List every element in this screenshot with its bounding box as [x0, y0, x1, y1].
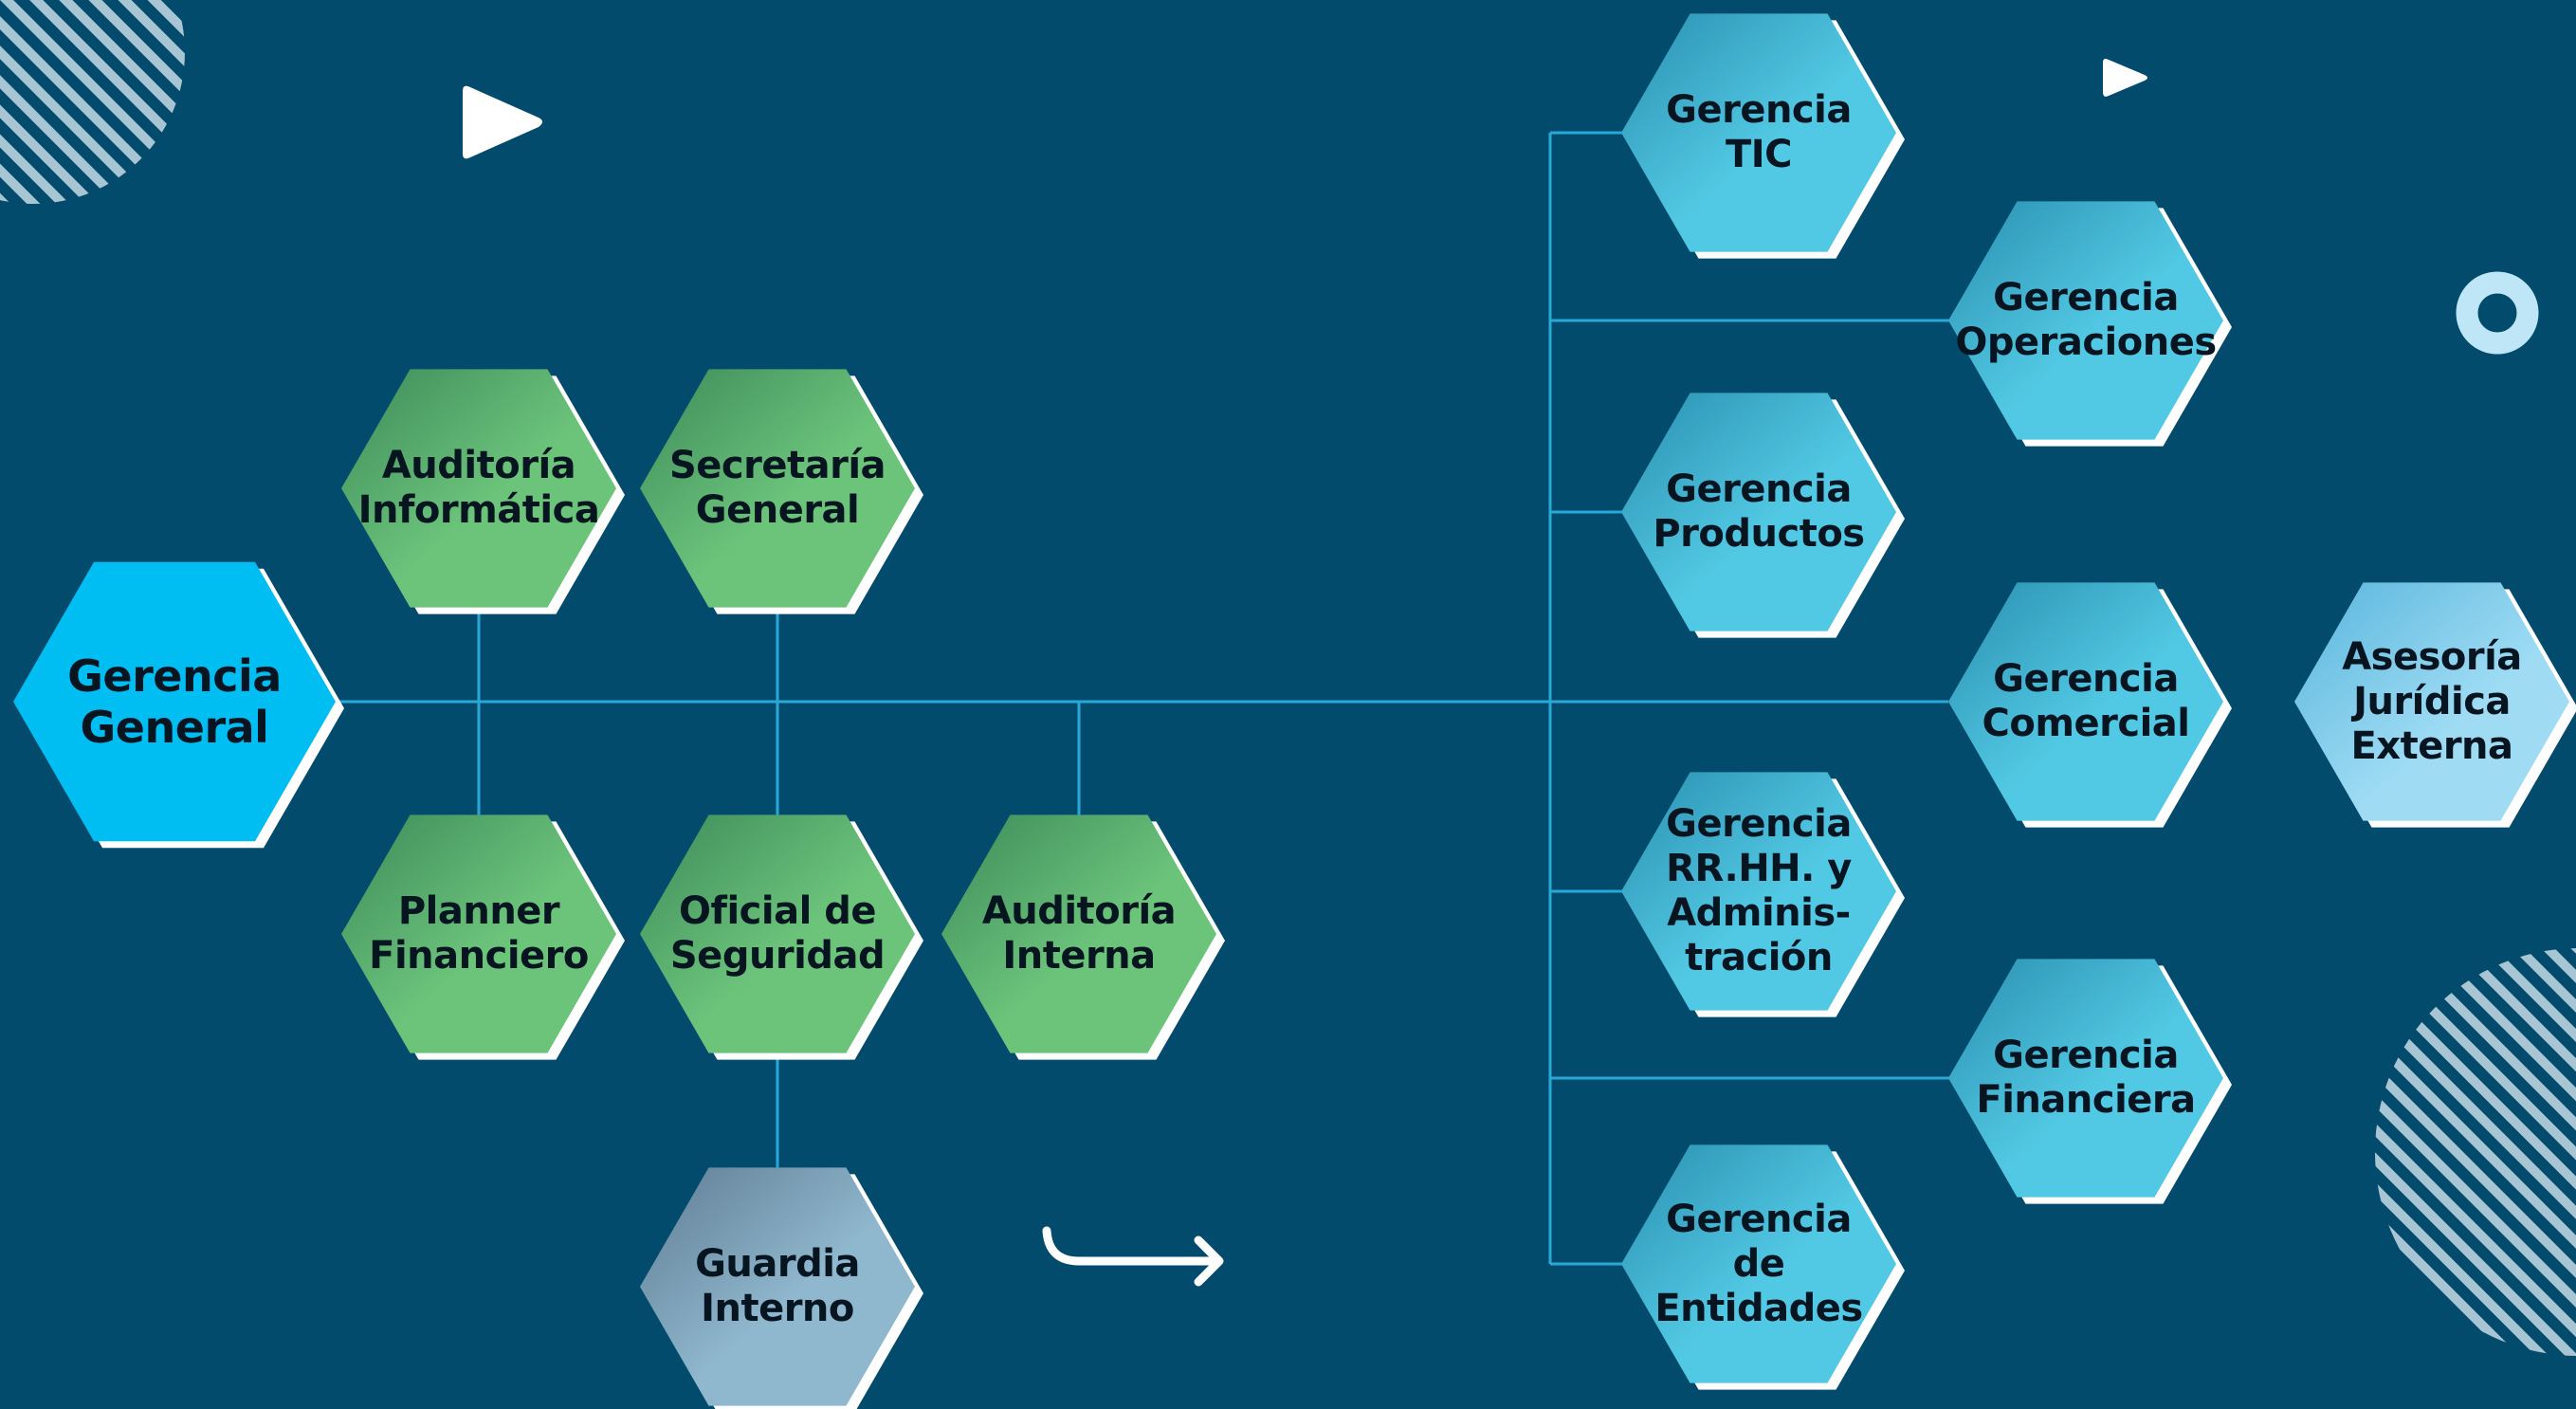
node-hexagon [341, 814, 616, 1053]
node-oficial-de-seguridad [640, 814, 923, 1060]
node-secretaria-general [640, 369, 923, 614]
connector-layer [336, 131, 1958, 1266]
node-hexagon [640, 814, 915, 1053]
node-hexagon [1621, 1144, 1896, 1383]
node-gerencia-financiera [1948, 959, 2232, 1204]
node-auditoria-interna [941, 814, 1225, 1060]
nodes-layer [13, 13, 2576, 1409]
node-hexagon [1948, 582, 2223, 821]
node-hexagon [1621, 393, 1896, 631]
node-asesoria-juridica-externa [2294, 582, 2576, 828]
node-hexagon [1621, 772, 1896, 1011]
striped-circle-top-left [0, 0, 185, 204]
node-hexagon [341, 369, 616, 608]
node-hexagon [13, 561, 336, 842]
node-hexagon [1948, 959, 2223, 1198]
ring-icon [2456, 271, 2539, 355]
node-hexagon [640, 369, 915, 608]
node-gerencia-productos [1621, 393, 1905, 638]
node-gerencia-comercial [1948, 582, 2232, 828]
node-hexagon [2294, 582, 2569, 821]
node-hexagon [1621, 13, 1896, 252]
play-triangle-small-icon [2103, 59, 2147, 97]
curved-arrow-icon [1042, 1226, 1224, 1287]
node-gerencia-tic [1621, 13, 1905, 259]
node-planner-financiero [341, 814, 625, 1060]
node-hexagon [1948, 201, 2223, 440]
node-auditoria-informatica [341, 369, 625, 614]
node-gerencia-rrhh [1621, 772, 1905, 1017]
node-gerencia-de-entidades [1621, 1144, 1905, 1390]
node-gerencia-operaciones [1948, 201, 2232, 447]
node-hexagon [941, 814, 1216, 1053]
play-triangle-icon [463, 85, 542, 159]
node-hexagon [640, 1167, 915, 1406]
striped-circle-bottom-right [2375, 948, 2576, 1356]
node-guardia-interno [640, 1167, 923, 1409]
node-gerencia-general [13, 561, 344, 849]
